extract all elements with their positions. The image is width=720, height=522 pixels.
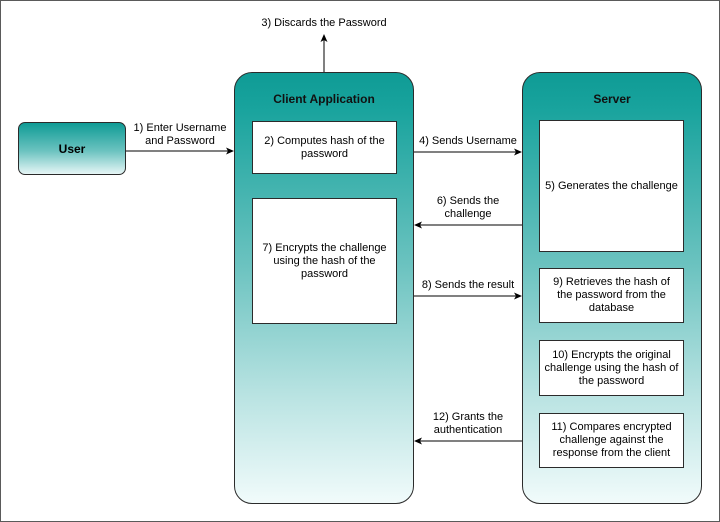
grant-label: 12) Grants the authentication — [432, 411, 504, 436]
compute-hash-step: 2) Computes hash of the password — [252, 121, 397, 174]
server-title: Server — [593, 92, 631, 106]
retrieve-hash-text: 9) Retrieves the hash of the password fr… — [553, 276, 670, 314]
user-node: User — [18, 122, 126, 175]
discard-label: 3) Discards the Password — [261, 17, 387, 29]
retrieve-hash-step: 9) Retrieves the hash of the password fr… — [539, 268, 684, 323]
generate-challenge-step: 5) Generates the challenge — [539, 120, 684, 252]
compare-text: 11) Compares encrypted challenge against… — [551, 421, 672, 459]
send-challenge-label: 6) Sends the challenge — [436, 195, 500, 220]
generate-challenge-text: 5) Generates the challenge — [545, 179, 678, 192]
compute-hash-text: 2) Computes hash of the password — [264, 134, 385, 160]
client-application-title: Client Application — [273, 92, 375, 106]
encrypt-challenge-text: 7) Encrypts the challenge using the hash… — [262, 241, 387, 280]
encrypt-original-step: 10) Encrypts the original challenge usin… — [539, 340, 684, 396]
encrypt-original-text: 10) Encrypts the original challenge usin… — [544, 348, 679, 387]
encrypt-challenge-step: 7) Encrypts the challenge using the hash… — [252, 198, 397, 324]
send-username-label: 4) Sends Username — [419, 135, 517, 147]
compare-step: 11) Compares encrypted challenge against… — [539, 413, 684, 468]
enter-label: 1) Enter Username and Password — [133, 122, 227, 147]
send-result-label: 8) Sends the result — [421, 279, 515, 291]
user-label: User — [58, 141, 86, 156]
